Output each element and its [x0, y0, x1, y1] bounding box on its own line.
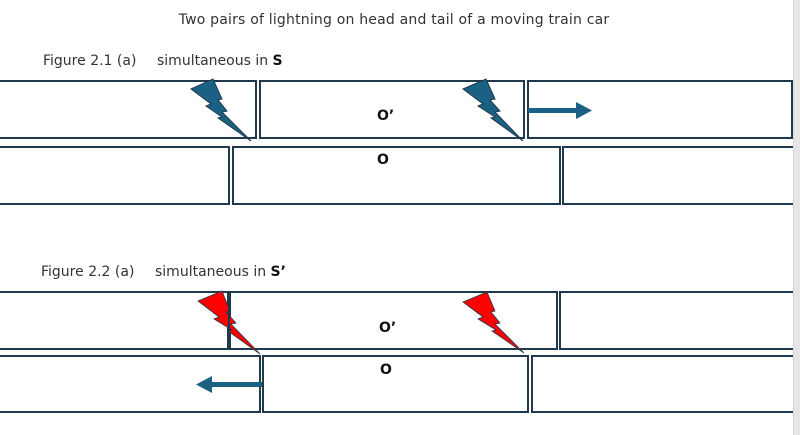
figure-2-caption-text: simultaneous in [155, 264, 271, 280]
figure-1-frame: S [272, 53, 283, 69]
figure-2-number: Figure 2.2 (a) [41, 264, 135, 280]
arrow-right-icon [528, 102, 592, 119]
platform-car-right [562, 146, 800, 205]
platform-car-right-2 [531, 355, 796, 413]
arrow-left-icon [196, 376, 262, 393]
train-car-middle-2 [229, 291, 558, 350]
observer-o-label-2: O [380, 362, 392, 378]
train-car-right [527, 80, 793, 139]
train-car-right-2 [559, 291, 800, 350]
figure-2-caption: Figure 2.2 (a) simultaneous in S’ [41, 264, 286, 280]
diagram-title: Two pairs of lightning on head and tail … [178, 12, 610, 28]
observer-o-prime-label-1: O’ [377, 108, 395, 124]
lightning-bolt-icon [190, 78, 252, 142]
lightning-bolt-icon [462, 291, 525, 354]
figure-1-caption: Figure 2.1 (a) simultaneous in S [43, 53, 283, 69]
figure-1-number: Figure 2.1 (a) [43, 53, 137, 69]
observer-o-label-1: O [377, 152, 389, 168]
platform-car-middle-2 [262, 355, 529, 413]
figure-2-frame: S’ [270, 264, 286, 280]
vertical-scrollbar[interactable] [793, 0, 800, 435]
figure-1-caption-text: simultaneous in [157, 53, 273, 69]
platform-car-left [0, 146, 230, 205]
lightning-bolt-icon [462, 78, 524, 142]
observer-o-prime-label-2: O’ [379, 320, 397, 336]
platform-car-middle [232, 146, 561, 205]
